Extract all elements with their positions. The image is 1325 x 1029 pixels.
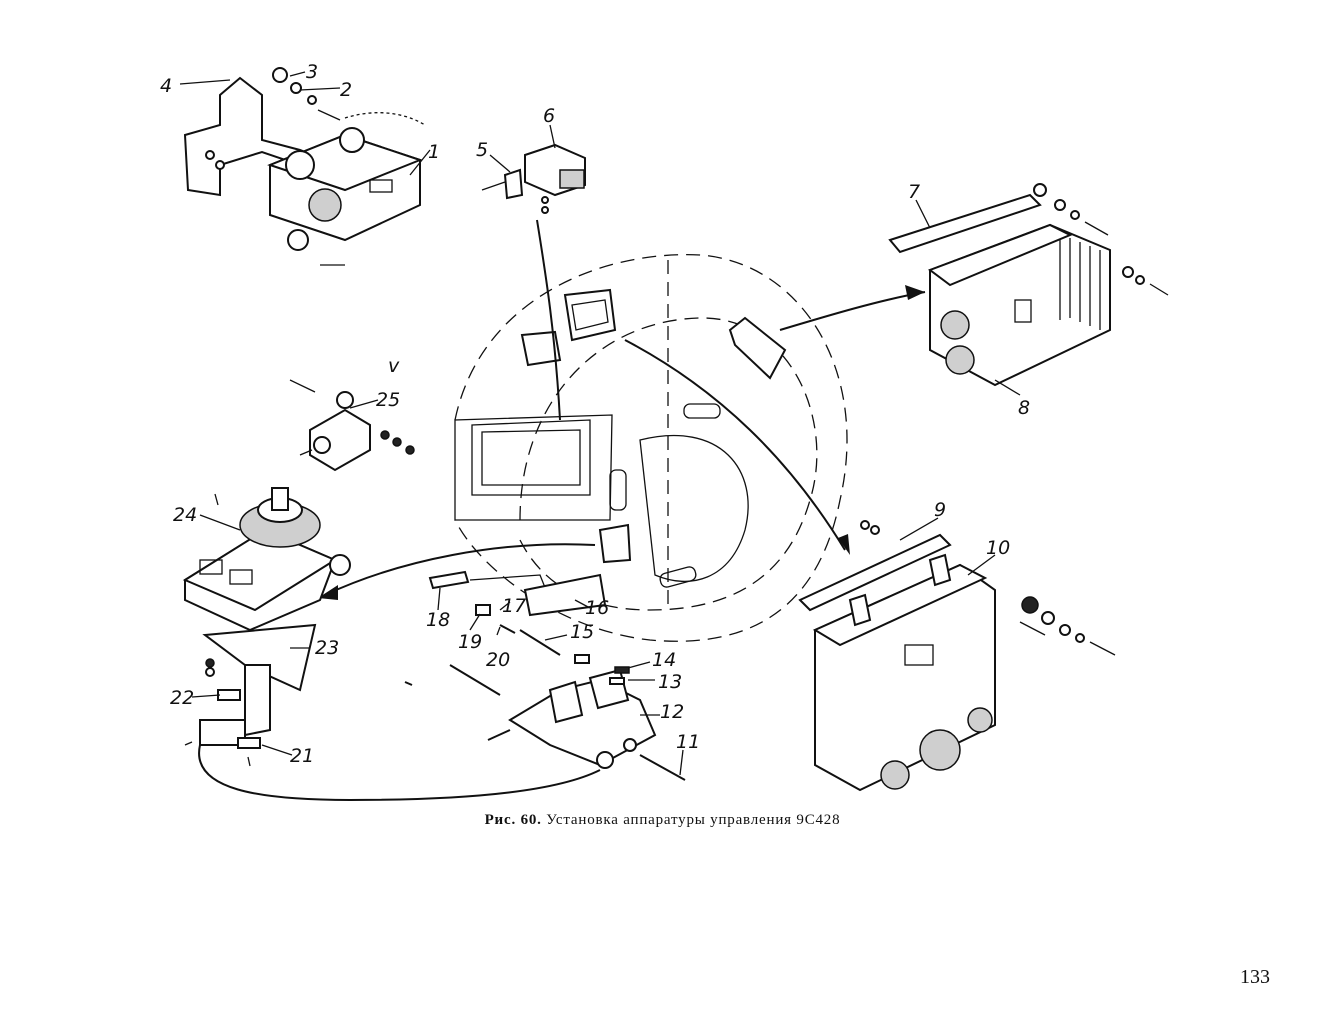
caption-number: 60. <box>520 812 542 828</box>
linkage-block <box>404 570 686 781</box>
callout-24: 24 <box>173 504 197 526</box>
page-number: 133 <box>1240 966 1270 988</box>
part-25-block <box>289 379 415 472</box>
part-8-block <box>888 183 1169 387</box>
caption-prefix: Рис. <box>484 812 517 828</box>
callout-8: 8 <box>1018 397 1030 419</box>
caption-text: Установка аппаратуры управления 9С428 <box>546 812 841 828</box>
part-24-block <box>182 487 351 767</box>
callout-12: 12 <box>660 701 684 723</box>
callout-9: 9 <box>934 499 946 521</box>
callout-22: 22 <box>170 687 194 709</box>
callout-1: 1 <box>428 141 440 163</box>
callout-2: 2 <box>340 79 352 101</box>
part-6-block <box>481 143 586 214</box>
hull-outline <box>454 254 848 642</box>
callout-4: 4 <box>160 75 172 97</box>
callout-3: 3 <box>306 61 318 83</box>
cables <box>198 219 926 802</box>
callout-15: 15 <box>570 621 594 643</box>
callout-14: 14 <box>652 649 676 671</box>
part-1-block <box>183 67 426 266</box>
callout-16: 16 <box>585 597 609 619</box>
callout-v: v <box>388 355 400 377</box>
callout-7: 7 <box>908 181 920 203</box>
callout-23: 23 <box>315 637 339 659</box>
callout-11: 11 <box>676 731 700 753</box>
callout-labels: 4 3 2 1 5 6 7 8 9 10 11 12 13 14 15 16 1… <box>160 61 1030 767</box>
figure-caption: Рис. 60. Установка аппаратуры управления… <box>0 812 1325 829</box>
leader-lines <box>179 71 1021 776</box>
part-10-block <box>798 520 1116 792</box>
callout-25: 25 <box>376 389 400 411</box>
callout-19: 19 <box>458 631 482 653</box>
callout-18: 18 <box>426 609 450 631</box>
callout-20: 20 <box>486 649 510 671</box>
callout-13: 13 <box>658 671 682 693</box>
callout-5: 5 <box>476 139 488 161</box>
callout-10: 10 <box>986 537 1010 559</box>
callout-6: 6 <box>543 105 555 127</box>
callout-17: 17 <box>502 595 526 617</box>
callout-21: 21 <box>290 745 314 767</box>
